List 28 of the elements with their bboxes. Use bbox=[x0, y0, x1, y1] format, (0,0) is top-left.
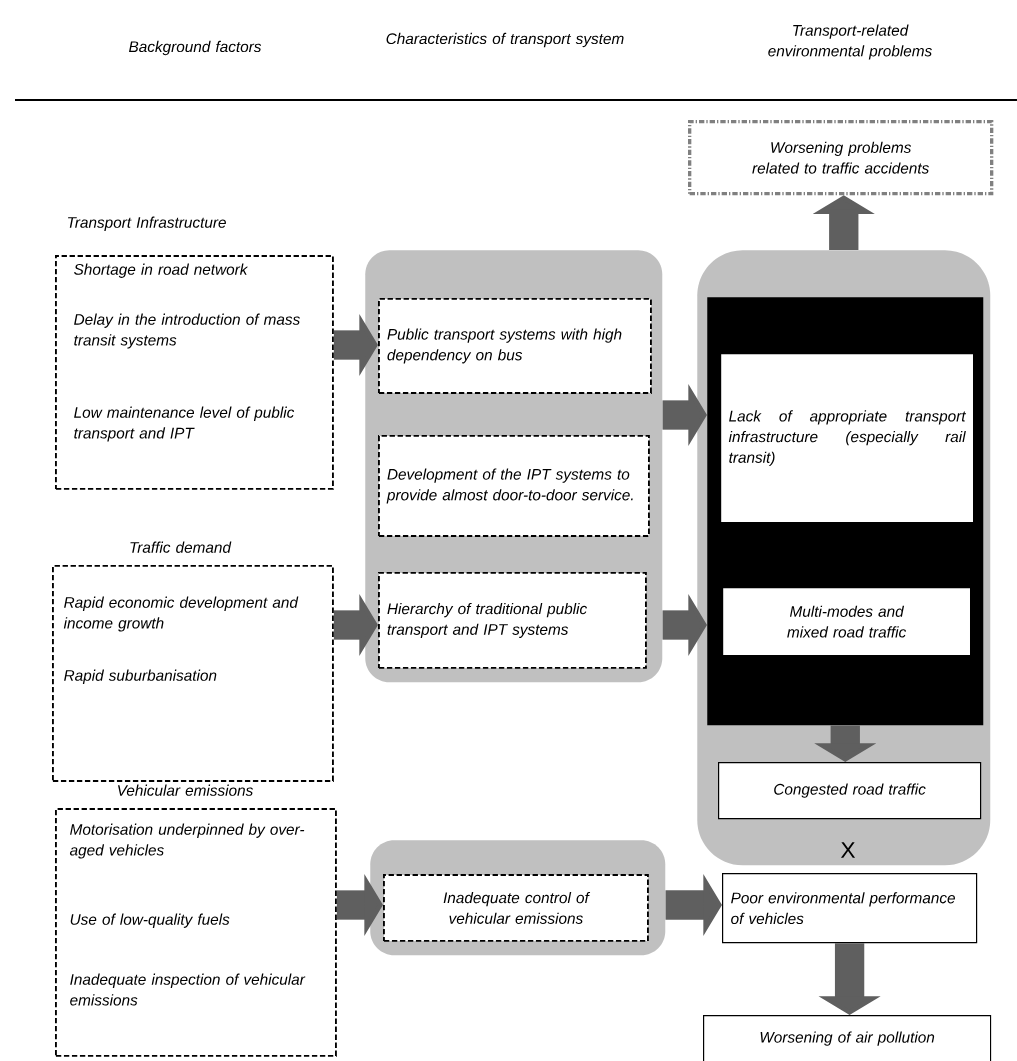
process-box: Congested road traffic bbox=[718, 762, 982, 820]
process-box: Worsening problems related to traffic accidents bbox=[688, 120, 994, 196]
factor-text: Low maintenance level of public transport and IPT bbox=[74, 406, 295, 442]
process-box: Poor environmental performance of vehicles bbox=[722, 873, 978, 944]
process-box: Public transport systems with high dependency on bus bbox=[378, 298, 652, 394]
factor-text: Inadequate inspection of vehicular emissions bbox=[70, 973, 306, 1006]
group-heading: Transport Infrastructure bbox=[68, 216, 226, 231]
factor-text: Delay in the introduction of mass transit systems bbox=[74, 313, 300, 349]
factor-box bbox=[55, 784, 337, 1057]
cross-symbol: X bbox=[840, 842, 856, 858]
factor-text: Shortage in road network bbox=[74, 263, 249, 278]
process-box: Lack of appropriate transport infrastructure (especially rail transit) bbox=[720, 353, 975, 524]
column-heading: Background factors bbox=[129, 40, 262, 56]
factor-text: Rapid economic development and income growth bbox=[63, 596, 299, 632]
factor-text: Motorisation underpinned by over-aged vehicles bbox=[69, 823, 305, 859]
process-box: Hierarchy of traditional public transport and IPT systems bbox=[378, 572, 647, 669]
process-box: Inadequate control of vehicular emissions bbox=[383, 874, 649, 942]
factor-text: Rapid suburbanisation bbox=[64, 669, 217, 684]
process-box: Development of the IPT systems to provide almost door-to-door service. bbox=[378, 435, 650, 537]
process-box: Worsening of air pollution bbox=[703, 1015, 992, 1061]
factor-box bbox=[55, 216, 334, 490]
group-heading: Vehicular emissions bbox=[118, 784, 253, 796]
factor-box bbox=[52, 541, 334, 782]
factor-text: Use of low-quality fuels bbox=[70, 913, 230, 928]
column-heading: Characteristics of transport system bbox=[386, 32, 624, 48]
process-box: Multi-modes and mixed road traffic bbox=[722, 587, 972, 657]
group-heading: Traffic demand bbox=[130, 541, 232, 553]
column-heading: Transport-related environmental problems bbox=[768, 24, 932, 60]
